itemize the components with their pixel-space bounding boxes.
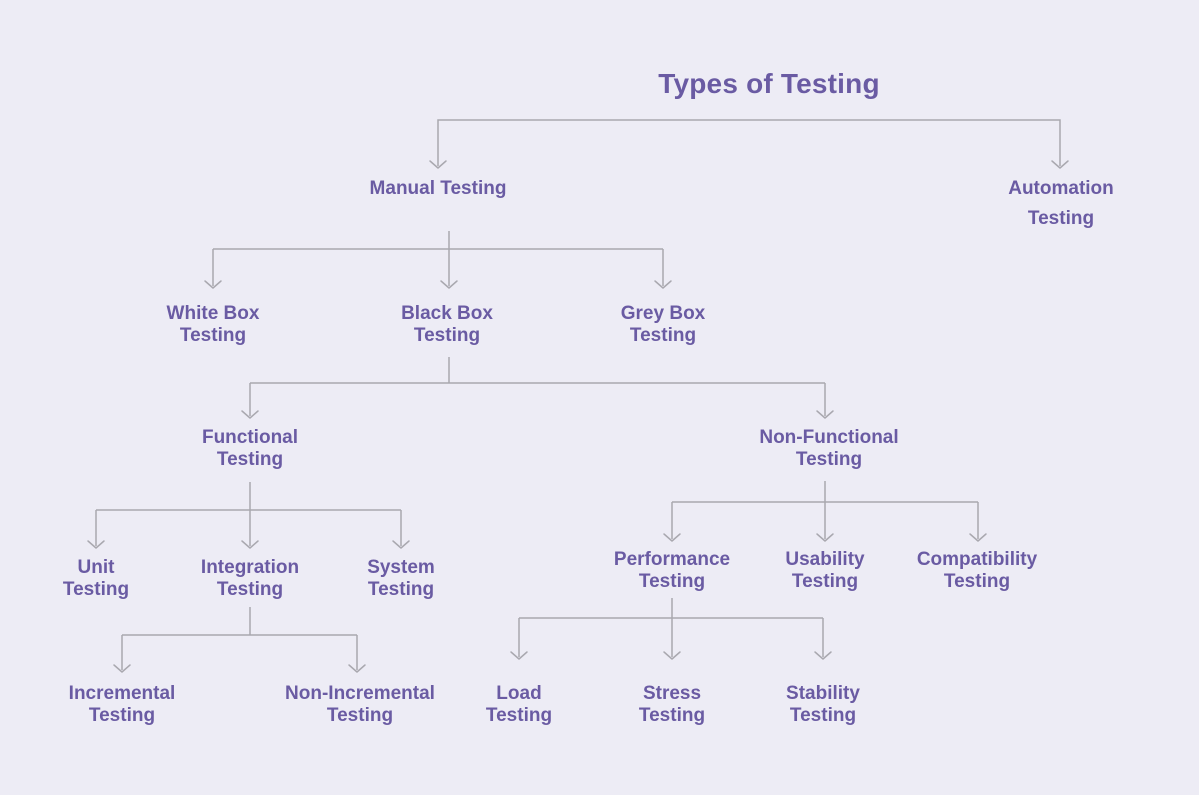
arrow-down-icon bbox=[969, 533, 987, 542]
connector-line bbox=[249, 357, 826, 416]
connector-manual-to-box-children bbox=[204, 231, 672, 289]
arrow-down-icon bbox=[204, 280, 222, 289]
arrow-down-icon bbox=[1051, 160, 1069, 169]
node-grey-box-testing: Grey Box Testing bbox=[620, 303, 706, 346]
node-incremental-testing: Incremental Testing bbox=[68, 683, 176, 726]
node-integration-testing: Integration Testing bbox=[200, 557, 300, 600]
connector-performance-to-children bbox=[510, 598, 832, 660]
arrow-down-icon bbox=[814, 651, 832, 660]
connector-line bbox=[518, 598, 824, 657]
arrow-down-icon bbox=[241, 540, 259, 549]
connector-nonfunctional-to-children bbox=[663, 481, 987, 542]
arrow-down-icon bbox=[663, 533, 681, 542]
arrow-down-icon bbox=[440, 280, 458, 289]
node-manual-testing: Manual Testing bbox=[369, 178, 507, 199]
node-white-box-testing: White Box Testing bbox=[166, 303, 260, 346]
connector-line bbox=[95, 482, 402, 546]
arrow-down-icon bbox=[348, 664, 366, 673]
arrow-down-icon bbox=[113, 664, 131, 673]
node-black-box-testing: Black Box Testing bbox=[401, 303, 493, 346]
arrow-down-icon bbox=[816, 533, 834, 542]
arrow-down-icon bbox=[241, 410, 259, 419]
node-non-incremental-testing: Non-Incremental Testing bbox=[285, 683, 435, 726]
arrow-down-icon bbox=[87, 540, 105, 549]
connector-integration-to-children bbox=[113, 607, 366, 673]
arrow-down-icon bbox=[392, 540, 410, 549]
connector-line bbox=[671, 481, 979, 539]
connector-line bbox=[212, 231, 664, 286]
page-title: Types of Testing bbox=[658, 68, 880, 99]
node-automation-testing: Automation Testing bbox=[1008, 178, 1114, 229]
connector-functional-to-children bbox=[87, 482, 410, 549]
node-performance-testing: Performance Testing bbox=[613, 549, 731, 592]
connector-root-to-manual-automation bbox=[429, 119, 1069, 169]
node-usability-testing: Usability Testing bbox=[785, 549, 865, 592]
node-load-testing: Load Testing bbox=[485, 683, 553, 726]
arrow-down-icon bbox=[429, 160, 447, 169]
node-functional-testing: Functional Testing bbox=[201, 427, 299, 470]
node-non-functional-testing: Non-Functional Testing bbox=[759, 427, 899, 470]
connector-blackbox-to-functional-children bbox=[241, 357, 834, 419]
arrow-down-icon bbox=[816, 410, 834, 419]
arrow-down-icon bbox=[663, 651, 681, 660]
arrow-down-icon bbox=[654, 280, 672, 289]
node-stress-testing: Stress Testing bbox=[638, 683, 706, 726]
node-system-testing: System Testing bbox=[367, 557, 435, 600]
node-stability-testing: Stability Testing bbox=[786, 683, 860, 726]
node-unit-testing: Unit Testing bbox=[62, 557, 130, 600]
arrow-down-icon bbox=[510, 651, 528, 660]
connector-line bbox=[437, 119, 1061, 166]
connector-line bbox=[121, 607, 358, 670]
node-compatibility-testing: Compatibility Testing bbox=[916, 549, 1038, 592]
